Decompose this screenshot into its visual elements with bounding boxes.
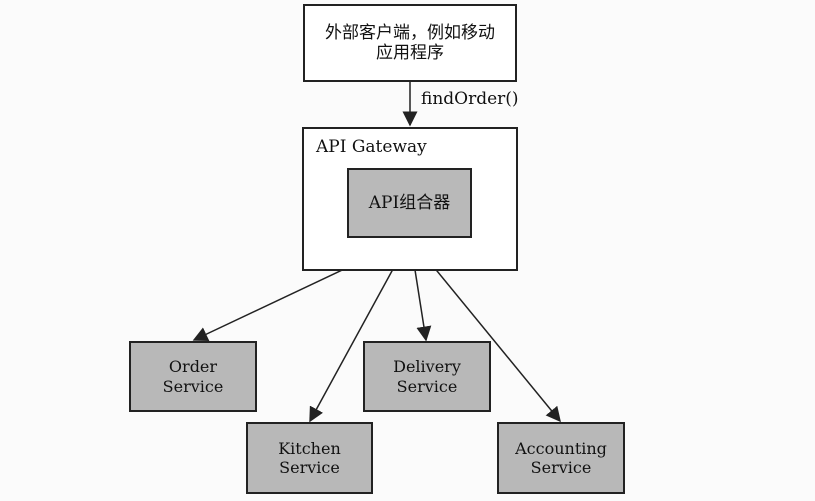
order-service-box: Order Service [129, 341, 257, 412]
external-client-box: 外部客户端，例如移动 应用程序 [303, 4, 517, 82]
api-gateway-title: API Gateway [316, 137, 427, 157]
accounting-service-box: Accounting Service [497, 422, 625, 494]
api-composer-box: API组合器 [347, 168, 472, 238]
external-client-label: 外部客户端，例如移动 应用程序 [325, 22, 495, 63]
order-service-label: Order Service [162, 357, 224, 396]
kitchen-service-label: Kitchen Service [278, 438, 341, 477]
find-order-label: findOrder() [421, 89, 519, 109]
api-composer-label: API组合器 [368, 192, 451, 213]
delivery-service-label: Delivery Service [393, 357, 461, 396]
kitchen-service-box: Kitchen Service [246, 422, 373, 494]
accounting-service-label: Accounting Service [515, 438, 607, 477]
delivery-service-box: Delivery Service [363, 341, 491, 412]
